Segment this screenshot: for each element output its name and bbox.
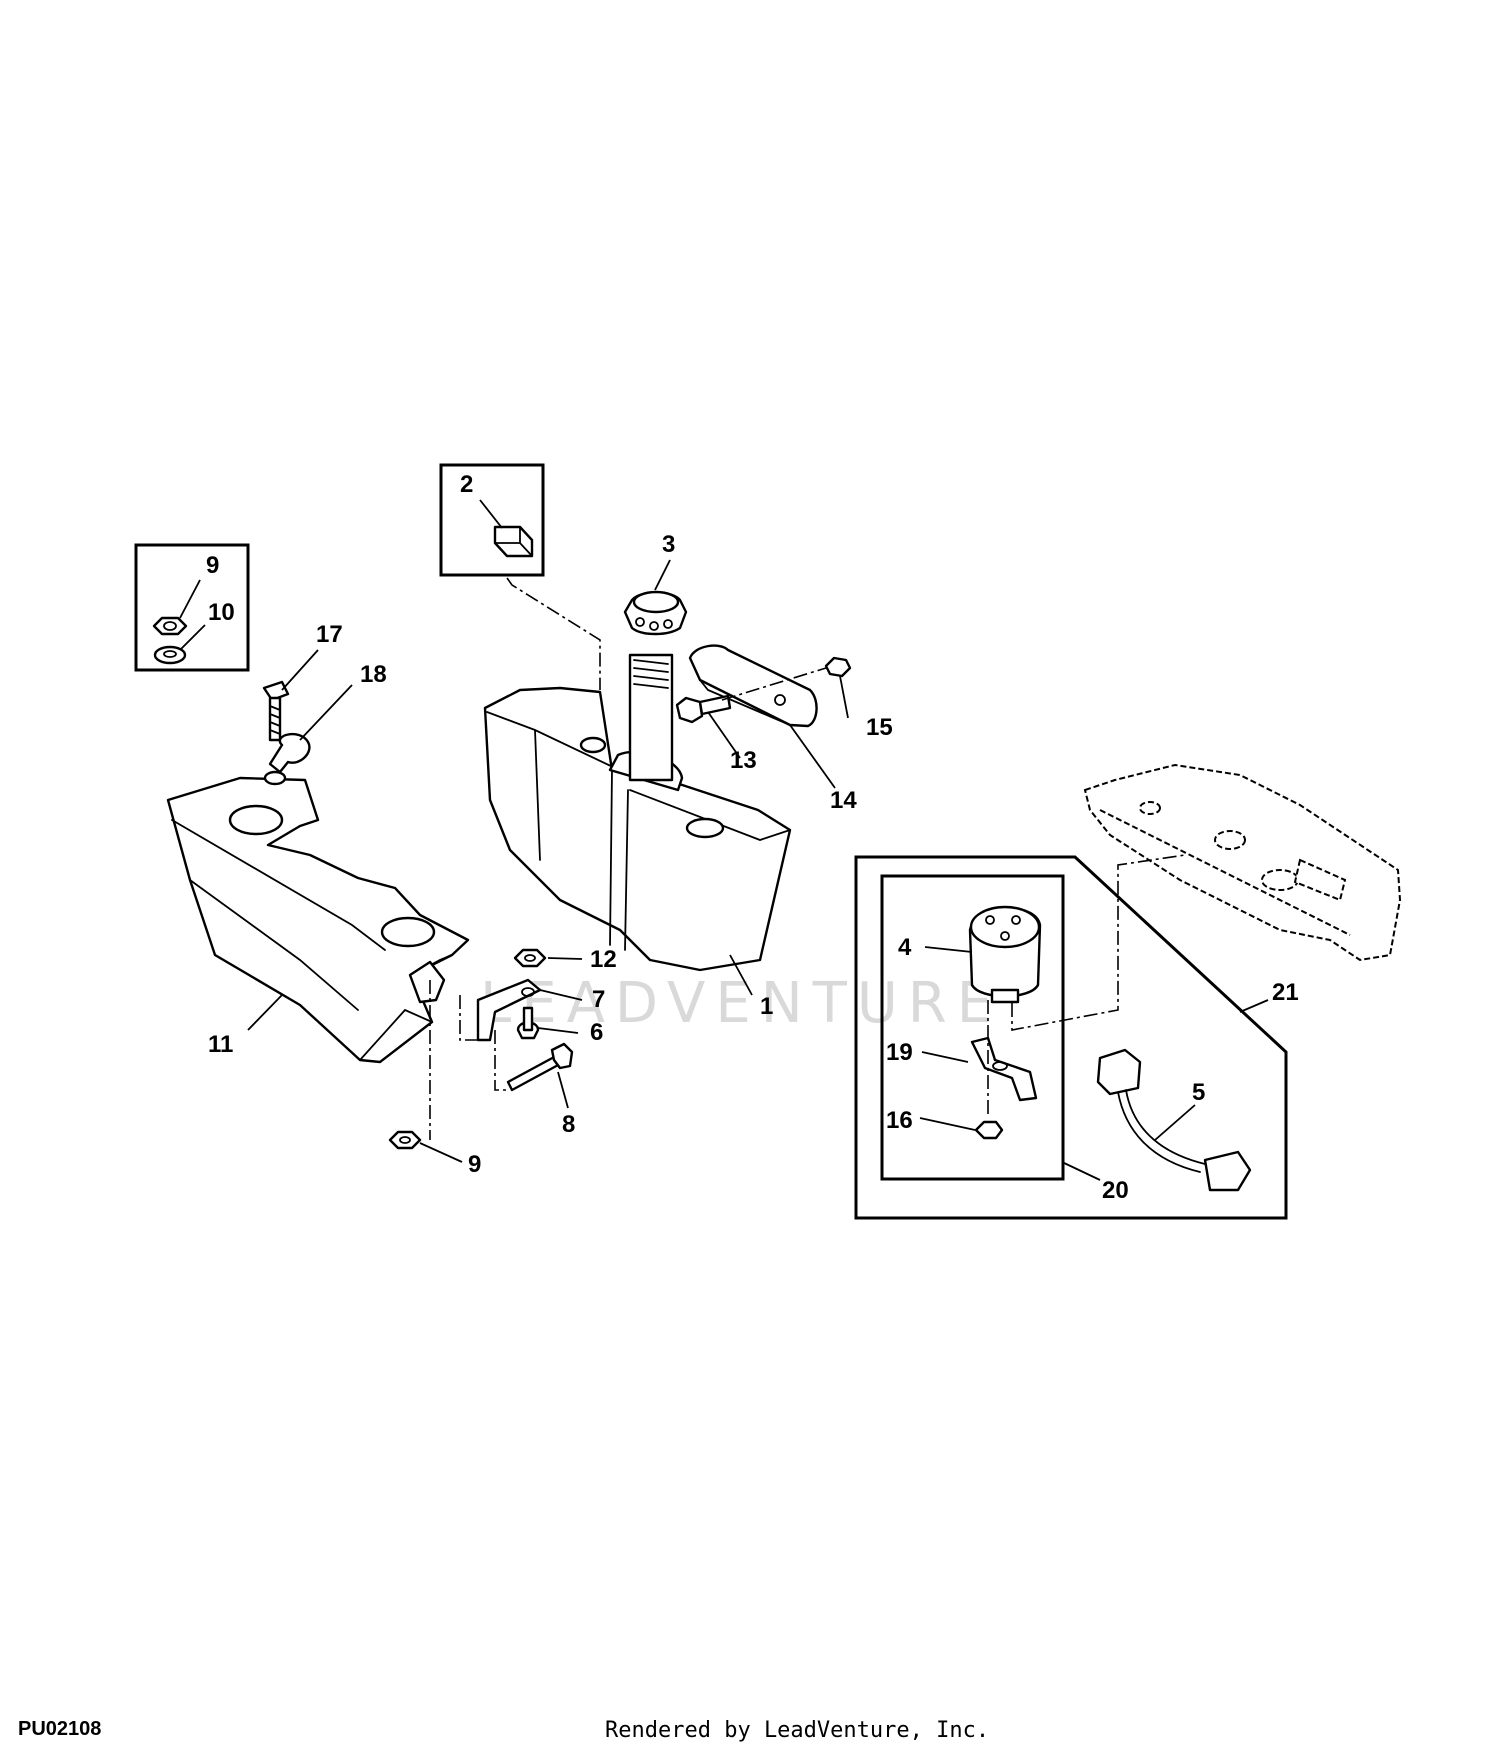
nut-part-9-lower <box>388 1130 422 1150</box>
callout-6: 6 <box>590 1019 603 1046</box>
bracket-part-14 <box>688 644 818 728</box>
gauge-part-4 <box>968 905 1042 1004</box>
callout-12: 12 <box>590 946 617 973</box>
diagram-id-label: PU02108 <box>18 1718 102 1740</box>
wire-harness-part-5 <box>1096 1048 1252 1192</box>
group-box-2 <box>439 463 545 577</box>
nut-part-16 <box>974 1120 1004 1140</box>
nut-part-9-boxed <box>152 616 188 636</box>
callout-5: 5 <box>1192 1079 1205 1106</box>
watermark: LEADVENTURE <box>480 971 1002 1036</box>
callout-17: 17 <box>316 621 343 648</box>
render-credit: Rendered by LeadVenture, Inc. <box>605 1718 990 1743</box>
group-box-21 <box>854 855 1288 1220</box>
rubber-bumper-part-2 <box>493 525 534 558</box>
bracket-part-19 <box>970 1036 1038 1102</box>
assembly-lines <box>429 577 1186 1140</box>
callout-7: 7 <box>592 986 605 1013</box>
callout-15: 15 <box>866 714 893 741</box>
callout-21: 21 <box>1272 979 1299 1006</box>
nut-part-15 <box>824 656 852 678</box>
callout-leaders <box>179 499 1269 1181</box>
nut-part-12 <box>513 948 547 968</box>
callout-3: 3 <box>662 531 675 558</box>
screw-part-6 <box>516 1006 540 1040</box>
fuel-cap-part-3 <box>623 590 688 636</box>
control-panel-outline <box>1083 763 1402 962</box>
bolt-part-8 <box>506 1042 574 1092</box>
clamp-part-18 <box>263 732 311 786</box>
callout-18: 18 <box>360 661 387 688</box>
group-box-20 <box>880 874 1065 1181</box>
bolt-part-13 <box>675 694 732 724</box>
tank-support-part-11 <box>166 776 470 1064</box>
callout-2: 2 <box>460 471 473 498</box>
washer-part-10 <box>153 645 187 665</box>
callout-1: 1 <box>760 993 773 1020</box>
fuel-tank-part-1 <box>483 653 792 972</box>
callout-8: 8 <box>562 1111 575 1138</box>
callout-9-top: 9 <box>206 552 219 579</box>
callout-9-bottom: 9 <box>468 1151 481 1178</box>
callout-13: 13 <box>730 747 757 774</box>
callout-11: 11 <box>208 1031 233 1058</box>
callout-20: 20 <box>1102 1177 1129 1204</box>
group-box-9-10 <box>134 543 250 672</box>
callout-4: 4 <box>898 934 912 961</box>
callout-19: 19 <box>886 1039 913 1066</box>
callout-10: 10 <box>208 599 235 626</box>
callout-14: 14 <box>830 787 857 814</box>
bolt-part-17 <box>262 680 290 742</box>
callout-16: 16 <box>886 1107 913 1134</box>
